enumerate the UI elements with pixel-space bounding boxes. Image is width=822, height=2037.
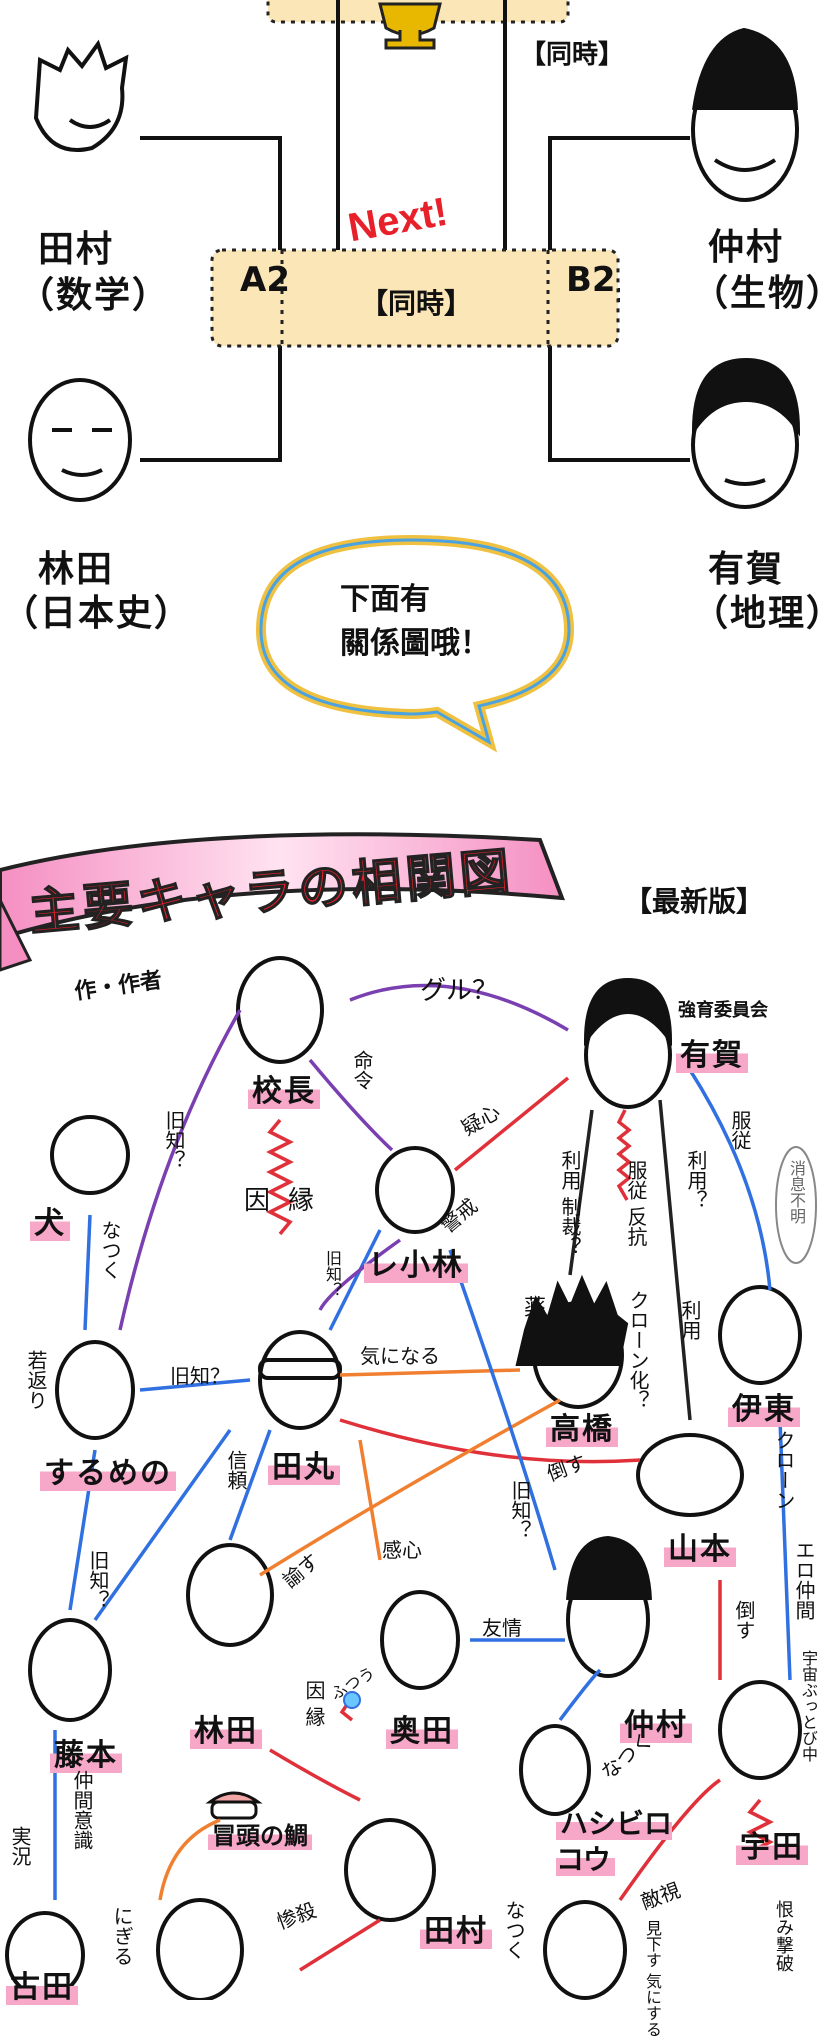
yamamoto-name: 山本 xyxy=(664,1524,736,1568)
hayashida-head xyxy=(186,1543,274,1647)
rel-natsuku3: なつく xyxy=(502,1900,526,1960)
rel-kyuchi2: 旧知？ xyxy=(323,1250,342,1298)
rel-clone-ka: クローン化？ xyxy=(626,1290,650,1410)
uda-head xyxy=(718,1680,802,1780)
rel-in-en2: 因 縁 xyxy=(302,1680,326,1727)
ariga-role: 強育委員会 xyxy=(678,1000,768,1021)
bracket-mid-box xyxy=(210,248,620,348)
rel-nigiru: にぎる xyxy=(110,1906,134,1966)
surumeno-head xyxy=(55,1340,135,1440)
okuda-name: 奥田 xyxy=(386,1706,458,1750)
rel-nakama-ishiki: 仲間意識 xyxy=(70,1770,94,1850)
rel-yuujou: 友情 xyxy=(482,1616,522,1640)
yamamoto-head xyxy=(636,1433,744,1517)
rel-ero-nakama: エロ仲間 xyxy=(792,1540,816,1620)
ariga-portrait xyxy=(691,357,801,509)
glasses-head xyxy=(543,1900,627,2000)
rel-inen: 因縁 xyxy=(244,1186,333,1216)
rel-riyou-seisai: 利用 制裁？ xyxy=(558,1150,582,1257)
tamaru-name: 田丸 xyxy=(268,1442,340,1486)
ariga-name: 有賀 xyxy=(708,549,785,590)
simultaneous-mid-label: 【同時】 xyxy=(360,287,473,320)
rel-kyuchi1: 旧知？ xyxy=(162,1110,186,1170)
rel-fukujuu-hankou: 服従 反抗 xyxy=(624,1160,648,1247)
ariga-subject: （地理） xyxy=(692,593,822,634)
rel-ki-ni-naru: 気になる xyxy=(360,1344,440,1368)
rel-taosu2: 倒す xyxy=(732,1600,756,1640)
rel-guru: グル？ xyxy=(420,976,499,1006)
ito-head xyxy=(718,1285,802,1385)
okuda-head xyxy=(380,1590,460,1690)
tamura-diagram-name: 田村 xyxy=(420,1906,492,1950)
fujimoto-name: 藤本 xyxy=(50,1730,122,1774)
trophy-icon xyxy=(378,2,442,50)
speech-line-2: 關係圖哦！ xyxy=(340,626,490,661)
furuta-name: 古田 xyxy=(6,1962,78,2006)
blue-dot xyxy=(343,1691,361,1709)
rel-kyuchi4: 旧知？ xyxy=(508,1480,532,1540)
rel-shinrai: 信頼 xyxy=(224,1450,248,1490)
nakamura-name: 仲村 xyxy=(708,227,785,268)
rel-fukujuu: 服従 xyxy=(728,1110,752,1150)
tamura-subject: （数学） xyxy=(18,275,171,316)
rel-clone: クローン xyxy=(772,1430,796,1510)
shousoku-bubble xyxy=(775,1146,817,1264)
rel-konshin: 恨み撃破 xyxy=(773,1900,794,1972)
a2-label: A2 xyxy=(240,260,290,300)
tamura-head xyxy=(344,1818,436,1922)
rel-uchuu: 宇宙ぶっとび中 xyxy=(799,1650,818,1762)
nakamura-subject: （生物） xyxy=(692,273,822,314)
hayashida-name: 林田 xyxy=(38,549,115,590)
hayashida-diagram-name: 林田 xyxy=(190,1706,262,1750)
rel-meirei: 命令 xyxy=(350,1050,374,1090)
inu-name: 犬 xyxy=(30,1198,70,1242)
banner-ribbon xyxy=(0,832,566,941)
nakamura-portrait xyxy=(691,27,799,202)
rel-kyuchi5: 旧知？ xyxy=(86,1550,110,1610)
ito-name: 伊東 xyxy=(728,1384,800,1428)
rel-mikudasu: 見下す 気にする xyxy=(643,1920,662,2037)
rel-riyou2: 利用？ xyxy=(684,1150,708,1210)
hashibiro-head xyxy=(519,1724,591,1816)
tai-sushi-icon xyxy=(205,1791,263,1820)
rel-riyou3: 利用 xyxy=(678,1300,702,1340)
fujimoto-head xyxy=(28,1618,112,1722)
ariga-diagram-name: 有賀 xyxy=(676,1030,748,1074)
edition-label: 【最新版】 xyxy=(624,885,765,918)
speech-line-1: 下面有 xyxy=(340,582,430,617)
uda-name: 宇田 xyxy=(736,1822,808,1866)
hayashida-portrait xyxy=(28,378,132,502)
rel-kanshin: 感心 xyxy=(382,1538,422,1562)
rel-kusuri: 薬 xyxy=(524,1296,547,1321)
rel-shousoku: 消息不明 xyxy=(787,1160,806,1224)
bald-head xyxy=(156,1898,244,2000)
hayashida-subject: （日本史） xyxy=(2,593,193,634)
inu-head xyxy=(50,1115,130,1195)
rel-natsuku: なつく xyxy=(98,1220,122,1280)
b2-label: B2 xyxy=(566,260,616,300)
rel-jikkyou: 実況 xyxy=(8,1826,32,1866)
tamura-name: 田村 xyxy=(38,229,115,270)
tai-name: 冒頭の鯛 xyxy=(208,1816,312,1851)
simultaneous-top-label: 【同時】 xyxy=(520,40,625,70)
nakamura-diagram-name: 仲村 xyxy=(620,1700,692,1744)
surumeno-name: するめの xyxy=(40,1448,176,1492)
rekobayashi-name: レ小林 xyxy=(364,1240,468,1284)
kouchou-name: 校長 xyxy=(248,1066,320,1110)
rekobayashi-head xyxy=(375,1146,455,1234)
takahashi-name: 高橋 xyxy=(546,1404,618,1448)
kouchou-head xyxy=(236,956,324,1064)
rel-kyuchi3: 旧知？ xyxy=(170,1364,230,1388)
rel-wakagaeri: 若返り xyxy=(24,1350,48,1410)
tamura-portrait xyxy=(33,39,129,152)
hashibiro-name: ハシビロコウ xyxy=(556,1807,673,1876)
